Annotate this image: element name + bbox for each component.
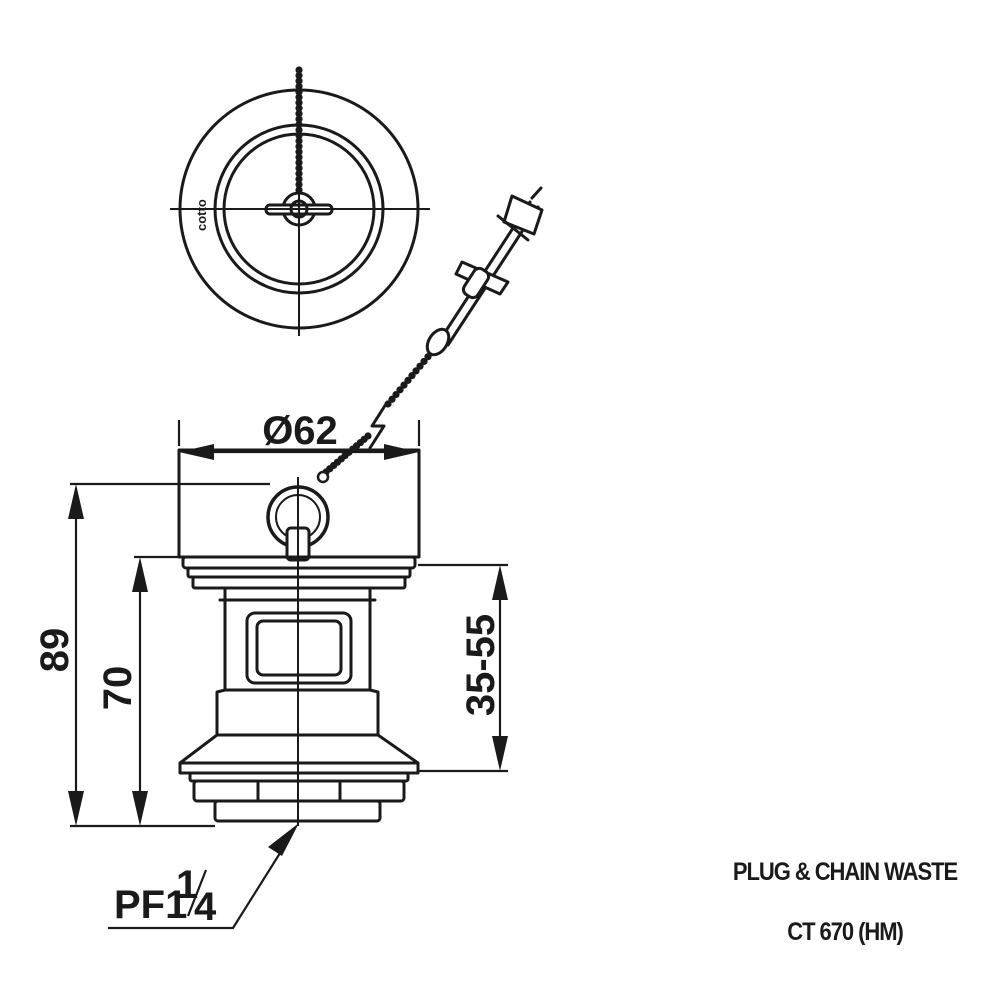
chain-bead [396, 386, 404, 394]
chain-bead [295, 82, 303, 90]
chain-bead [420, 357, 428, 366]
rod-washer-top [496, 214, 530, 242]
side-view [177, 448, 421, 826]
chain-bead [295, 115, 303, 123]
top-view: cotto [170, 66, 430, 336]
dim-overall-arrow-top [68, 484, 84, 519]
brand-mark: cotto [194, 199, 209, 231]
rod-bracket-clip [461, 266, 491, 300]
chain-bead [295, 93, 303, 101]
chain-bead [295, 110, 303, 118]
product-title: PLUG & CHAIN WASTE [732, 858, 958, 886]
dim-diameter-arrow-left [179, 444, 214, 460]
chain-bead [295, 159, 303, 167]
thread-leader-arrow [268, 823, 299, 856]
chain-bead [295, 142, 303, 150]
dim-body-label: 70 [96, 666, 140, 711]
chain-bead [295, 77, 303, 85]
top-view-chain [295, 66, 303, 194]
chain-bead [295, 66, 303, 74]
chain-bead [295, 148, 303, 156]
chain-bead [416, 362, 424, 370]
chain-bead [295, 88, 303, 96]
chain-bead [295, 71, 303, 80]
dim-diameter-arrow-right [384, 444, 419, 460]
chain-bead [295, 131, 303, 140]
rod-thread-tip [530, 186, 543, 200]
dim-body-arrow-bottom [132, 791, 148, 826]
chain-bead [295, 153, 303, 161]
chain-bead [295, 180, 303, 189]
chain-bead [408, 372, 416, 380]
chain-end-ring [316, 470, 330, 484]
dim-overall-arrow-bottom [68, 791, 84, 826]
dimensions: Ø62 89 70 35-55 PF1 1 4 [33, 409, 508, 930]
chain-break-symbol [368, 402, 388, 450]
chain-bead [388, 395, 396, 403]
thread-fraction-num: 1 [176, 863, 198, 907]
chain-bead [295, 164, 303, 172]
chain-bead [295, 104, 303, 112]
dim-range-arrow-bottom [492, 736, 508, 771]
chain-bead [295, 170, 303, 178]
dim-overall-label: 89 [33, 628, 77, 673]
product-model: CT 670 (HM) [787, 918, 904, 946]
thread-fraction-slash [186, 869, 208, 917]
thread-fraction-den: 4 [194, 885, 217, 929]
chain-assembly [316, 186, 544, 484]
dim-range-arrow-top [492, 565, 508, 600]
dim-body-arrow-top [132, 557, 148, 592]
thread-leader [108, 833, 293, 930]
chain-bead [295, 99, 303, 107]
chain-bead [295, 120, 303, 129]
chain-bead [295, 175, 303, 183]
chain-bead [295, 186, 303, 194]
chain-bead [295, 126, 303, 134]
chain-bead [295, 137, 303, 145]
rod-nut [502, 194, 544, 236]
chain-bead [412, 367, 420, 375]
dim-range-label: 35-55 [459, 614, 503, 716]
chain-bead [392, 390, 400, 399]
chain-bead [404, 376, 412, 384]
dim-diameter-label: Ø62 [262, 409, 338, 453]
rod-chain-connector [425, 327, 451, 357]
thread-label: PF1 [114, 883, 187, 927]
chain-bead [400, 381, 408, 389]
